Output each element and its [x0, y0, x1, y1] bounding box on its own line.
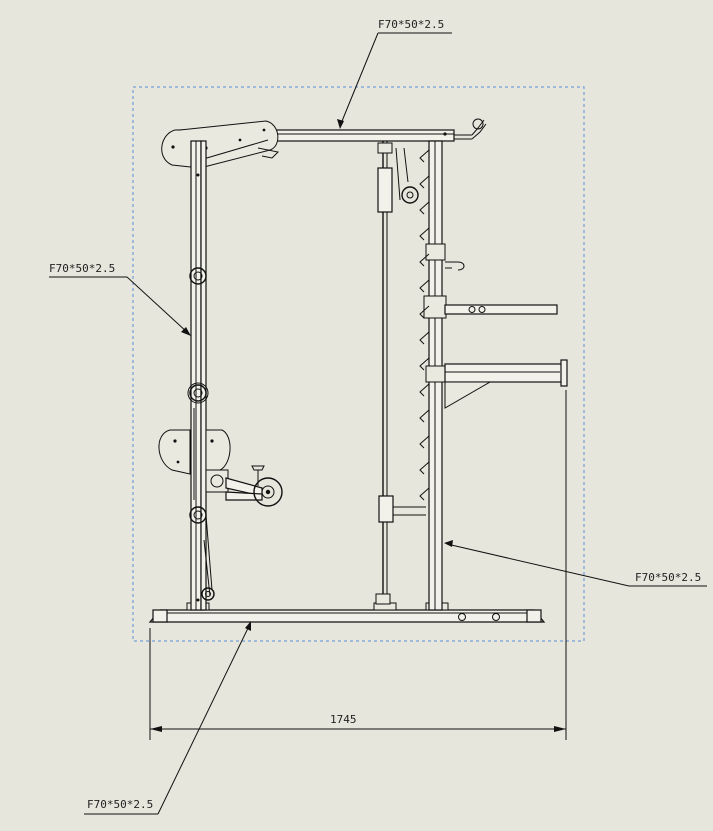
- bounding-box: [132, 86, 585, 642]
- attachments: [444, 304, 568, 409]
- right-upright: [419, 140, 465, 611]
- label-left: F70*50*2.5: [49, 262, 191, 336]
- label-bottom: F70*50*2.5: [84, 621, 251, 815]
- label-left-text: F70*50*2.5: [49, 262, 115, 275]
- left-upright: [187, 140, 215, 611]
- dimension-width-text: 1745: [330, 713, 357, 726]
- left-top-plate: [161, 120, 280, 169]
- base-frame: [148, 602, 546, 623]
- leg-roller-arm: [205, 465, 283, 507]
- label-top-text: F70*50*2.5: [378, 18, 444, 31]
- label-bottom-text: F70*50*2.5: [87, 798, 153, 811]
- label-right-text: F70*50*2.5: [635, 571, 701, 584]
- dimension-width: 1745: [149, 390, 567, 740]
- left-mid-plate: [158, 429, 231, 475]
- label-right: F70*50*2.5: [444, 540, 707, 587]
- guide-rod: [375, 141, 426, 605]
- label-top: F70*50*2.5: [337, 18, 452, 129]
